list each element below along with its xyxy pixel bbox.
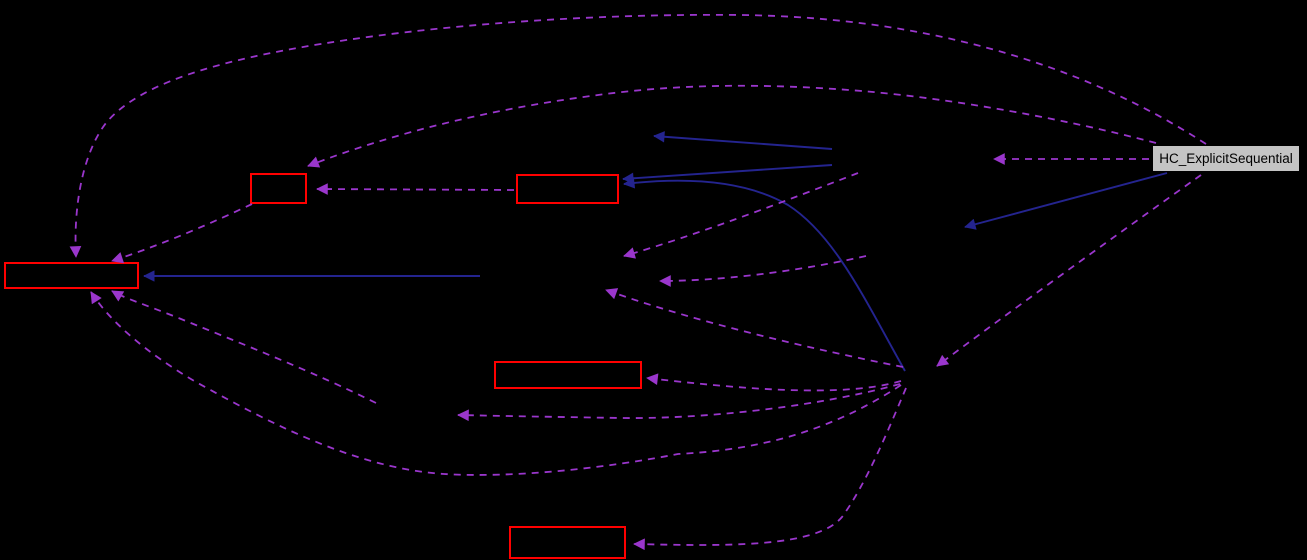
red-box-5[interactable] (509, 526, 626, 559)
edge-d12 (111, 290, 377, 404)
edge-d11 (90, 291, 902, 476)
edge-d8 (646, 373, 902, 392)
edge-d10 (633, 387, 907, 551)
edge-s1 (653, 131, 833, 150)
edge-d6 (659, 255, 867, 287)
red-box-2[interactable] (516, 174, 619, 204)
edge-d1 (69, 13, 1207, 258)
edge-d14 (316, 183, 515, 195)
node-hc-explicitsequential[interactable]: HC_ExplicitSequential (1152, 145, 1300, 172)
edge-d7 (605, 288, 904, 368)
edge-d9 (457, 383, 901, 422)
edge-s3 (623, 177, 906, 372)
red-box-3[interactable] (250, 173, 307, 204)
edge-s2 (622, 164, 833, 184)
edge-d2 (307, 84, 1157, 168)
edge-d5 (623, 172, 859, 259)
red-box-4[interactable] (494, 361, 642, 389)
edge-s4 (964, 172, 1168, 230)
edge-d4 (936, 174, 1202, 367)
edge-d13 (111, 203, 253, 264)
red-box-1[interactable] (4, 262, 139, 289)
